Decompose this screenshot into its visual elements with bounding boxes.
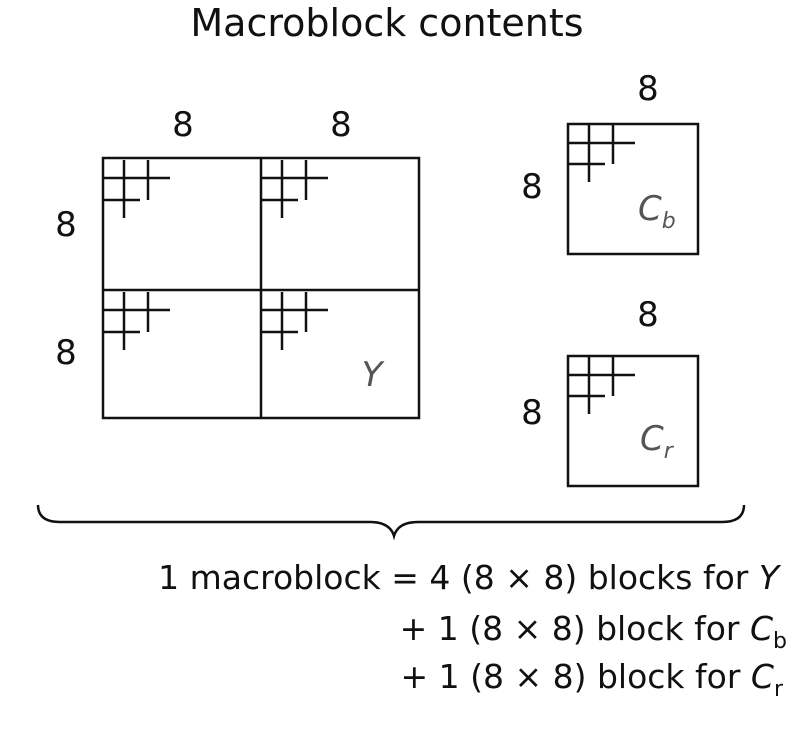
cr-block [566,354,700,488]
pixel-grid-marks [103,125,635,414]
grid-mark [103,292,170,350]
y-row-dim-1: 8 [55,205,77,245]
formula-line-1: 1 macroblock = 4 (8 × 8) blocks for Y [158,558,782,597]
curly-brace [36,504,746,541]
y-row-dim-2: 8 [55,333,77,373]
formula-line-3: + 1 (8 × 8) block for Cr [401,657,784,702]
cb-side-dim: 8 [521,167,543,207]
grid-mark [103,160,170,218]
grid-mark [568,357,635,414]
cr-top-dim: 8 [637,295,659,335]
cb-top-dim: 8 [637,69,659,109]
y-block-group [101,156,421,420]
diagram-title: Macroblock contents [190,1,583,45]
grid-mark [261,160,328,218]
cr-side-dim: 8 [521,393,543,433]
cb-label: Cb [638,189,676,234]
y-col-dim-2: 8 [330,105,352,145]
cb-block [566,122,700,256]
grid-mark [261,292,328,350]
formula-line-2: + 1 (8 × 8) block for Cb [400,609,787,654]
grid-mark [568,125,635,182]
y-col-dim-1: 8 [172,105,194,145]
y-block-label: Y [362,355,385,395]
cr-label: Cr [640,419,675,464]
